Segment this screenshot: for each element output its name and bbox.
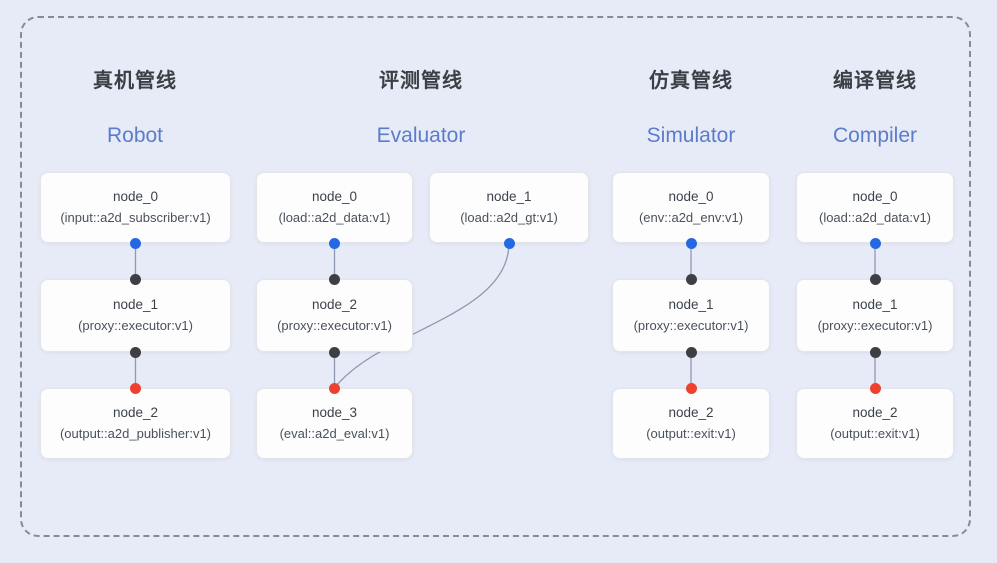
node-box-evaluator-3: node_3 (eval::a2d_eval:v1) — [256, 388, 413, 459]
node-name: node_0 — [852, 189, 898, 204]
pipeline-title-compiler-zh: 编译管线 — [833, 70, 917, 92]
node-detail: (load::a2d_gt:v1) — [460, 210, 558, 225]
node-box-simulator-2: node_2 (output::exit:v1) — [612, 388, 770, 459]
node-detail: (output::exit:v1) — [830, 426, 920, 441]
node-name: node_2 — [668, 405, 714, 420]
node-name: node_0 — [112, 189, 159, 204]
node-name: node_2 — [311, 297, 358, 312]
node-name: node_1 — [852, 297, 898, 312]
output-port-dot — [869, 237, 881, 249]
final-input-port-dot — [869, 382, 881, 394]
pipeline-title-simulator-zh: 仿真管线 — [649, 70, 733, 92]
output-port-dot — [130, 237, 141, 249]
node-box-simulator-0: node_0 (env::a2d_env:v1) — [612, 172, 770, 243]
proxy-output-port-dot — [329, 346, 340, 358]
pipeline-subtitle-robot: Robot — [106, 124, 164, 147]
node-detail: (env::a2d_env:v1) — [638, 210, 744, 225]
node-box-compiler-2: node_2 (output::exit:v1) — [796, 388, 954, 459]
dashed-frame — [20, 16, 971, 537]
node-box-evaluator-0: node_0 (load::a2d_data:v1) — [256, 172, 413, 243]
node-name: node_0 — [668, 189, 714, 204]
node-detail: (input::a2d_subscriber:v1) — [60, 210, 211, 225]
proxy-input-port-dot — [329, 273, 340, 285]
proxy-output-port-dot — [869, 346, 881, 358]
node-box-compiler-1: node_1 (proxy::executor:v1) — [796, 279, 954, 352]
node-detail: (proxy::executor:v1) — [633, 318, 749, 333]
final-input-port-dot — [329, 382, 340, 394]
final-input-port-dot — [685, 382, 697, 394]
node-detail: (output::a2d_publisher:v1) — [59, 426, 212, 441]
pipeline-title-robot-zh: 真机管线 — [93, 70, 177, 92]
node-detail: (load::a2d_data:v1) — [278, 210, 391, 225]
node-detail: (load::a2d_data:v1) — [818, 210, 932, 225]
proxy-input-port-dot — [685, 273, 697, 285]
node-name: node_2 — [112, 405, 159, 420]
node-name: node_1 — [112, 297, 159, 312]
proxy-input-port-dot — [869, 273, 881, 285]
pipeline-title-evaluator-zh: 评测管线 — [379, 70, 463, 92]
node-detail: (eval::a2d_eval:v1) — [279, 426, 390, 441]
node-box-evaluator-1: node_1 (load::a2d_gt:v1) — [429, 172, 589, 243]
node-name: node_2 — [852, 405, 898, 420]
pipeline-subtitle-evaluator: Evaluator — [376, 124, 466, 147]
node-detail: (proxy::executor:v1) — [817, 318, 933, 333]
proxy-output-port-dot — [685, 346, 697, 358]
node-detail: (output::exit:v1) — [646, 426, 736, 441]
final-input-port-dot — [130, 382, 141, 394]
node-box-evaluator-2: node_2 (proxy::executor:v1) — [256, 279, 413, 352]
node-box-simulator-1: node_1 (proxy::executor:v1) — [612, 279, 770, 352]
node-name: node_0 — [311, 189, 358, 204]
proxy-input-port-dot — [130, 273, 141, 285]
node-box-robot-0: node_0 (input::a2d_subscriber:v1) — [40, 172, 231, 243]
node-box-compiler-0: node_0 (load::a2d_data:v1) — [796, 172, 954, 243]
node-name: node_1 — [486, 189, 532, 204]
pipeline-subtitle-simulator: Simulator — [646, 124, 736, 147]
edge-evaluator-1-3-curve — [333, 242, 510, 389]
node-name: node_1 — [668, 297, 714, 312]
node-detail: (proxy::executor:v1) — [78, 318, 193, 333]
node-detail: (proxy::executor:v1) — [277, 318, 392, 333]
node-name: node_3 — [311, 405, 358, 420]
proxy-output-port-dot — [130, 346, 141, 358]
output-port-dot — [329, 237, 340, 249]
node-box-robot-2: node_2 (output::a2d_publisher:v1) — [40, 388, 231, 459]
node-box-robot-1: node_1 (proxy::executor:v1) — [40, 279, 231, 352]
output-port-dot — [503, 237, 515, 249]
pipeline-subtitle-compiler: Compiler — [832, 124, 918, 147]
output-port-dot — [685, 237, 697, 249]
